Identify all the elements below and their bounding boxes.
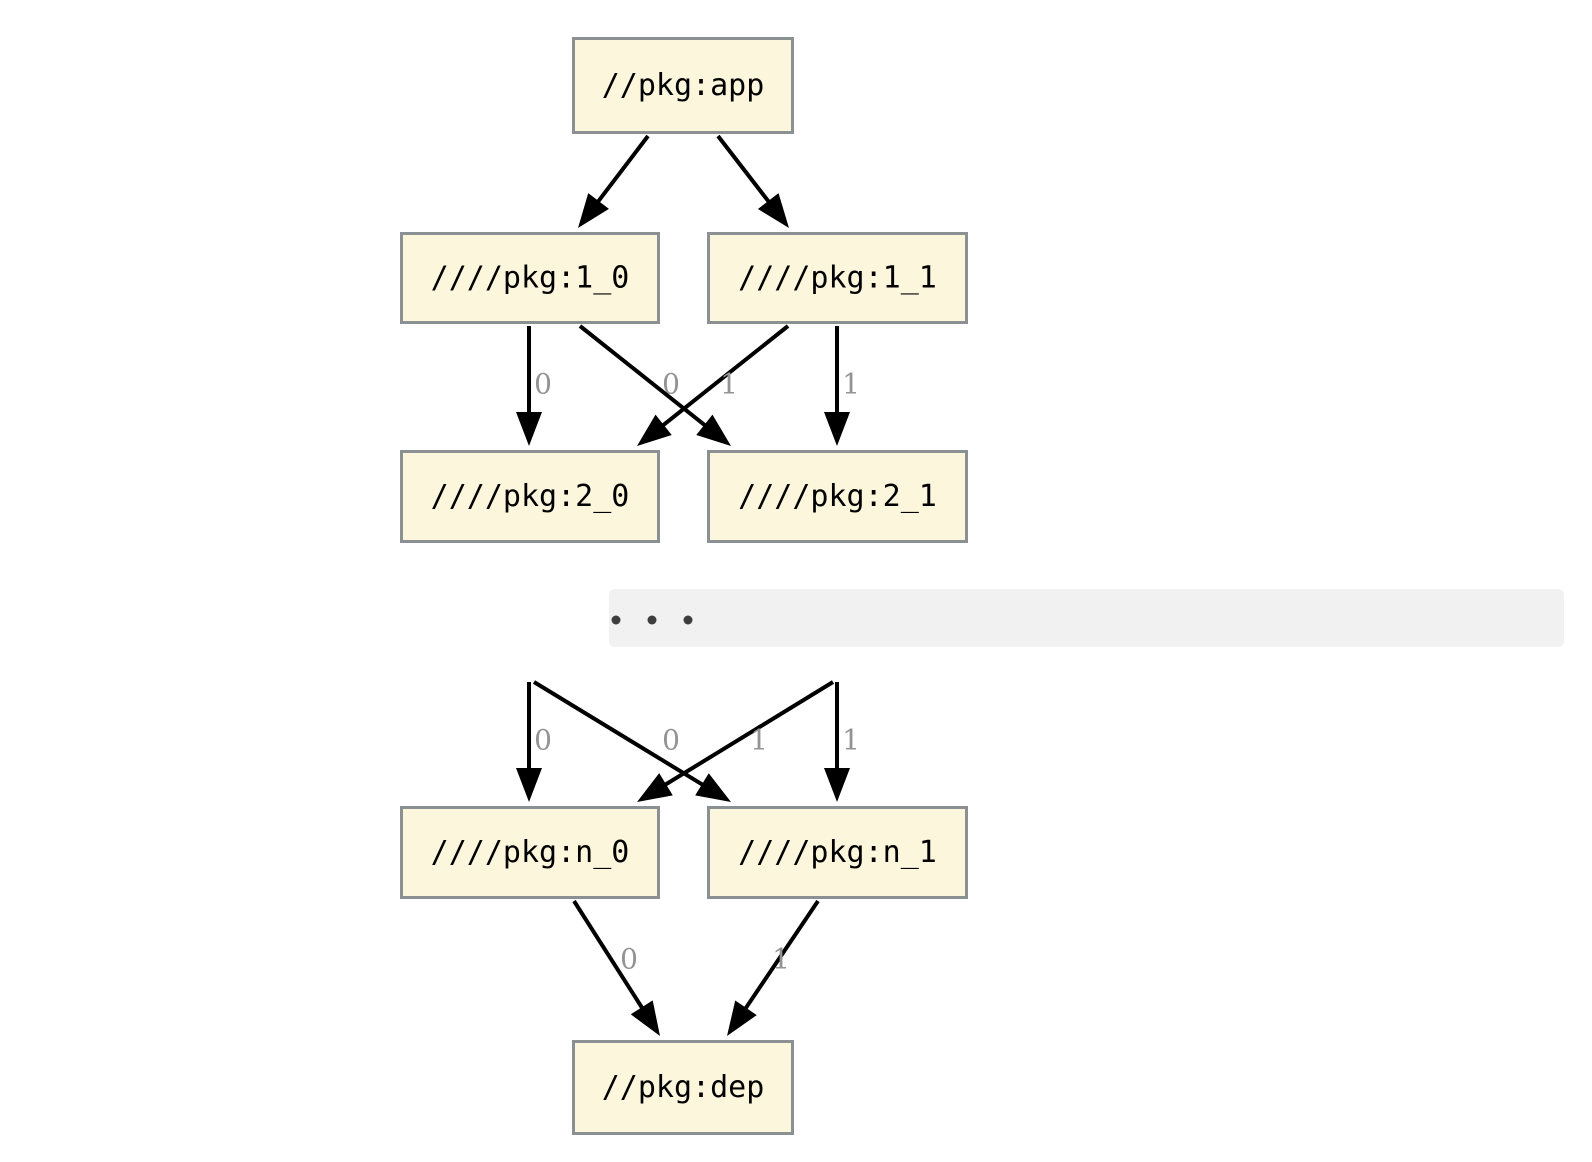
edge-arrowhead	[727, 1000, 757, 1036]
edge-x-to-n_0	[516, 682, 542, 802]
ellipsis-dot-0	[611, 615, 621, 625]
edge-1_1-to-2_1	[824, 326, 850, 446]
node-box[interactable]	[400, 232, 660, 324]
edge-arrowhead	[696, 414, 731, 446]
node-dep[interactable]: //pkg:dep	[572, 1040, 794, 1135]
ellipsis-dot-1	[647, 615, 657, 625]
ellipsis-dot-2	[683, 615, 693, 625]
edge-1_0-to-2_1	[578, 324, 731, 446]
edge-label-1_0-to-2_0: 0	[534, 368, 552, 401]
node-label: ////pkg:2_0	[431, 479, 630, 514]
edge-arrowhead	[695, 773, 731, 802]
edge-n_0-to-dep	[572, 899, 660, 1036]
edge-line	[659, 680, 835, 790]
ellipsis-band	[609, 589, 1564, 647]
node-box[interactable]	[707, 806, 968, 899]
edge-1_0-to-2_0	[516, 326, 542, 446]
edge-arrowhead	[516, 412, 542, 446]
edge-line	[740, 899, 820, 1014]
edge-arrowhead	[824, 412, 850, 446]
edge-line	[716, 134, 774, 208]
edge-label-1_1-to-2_1: 1	[842, 368, 860, 401]
edge-line	[578, 324, 711, 431]
node-label: ////pkg:1_1	[738, 261, 937, 296]
node-n1_1[interactable]: ////pkg:1_1	[707, 232, 968, 324]
edge-arrowhead	[757, 193, 789, 228]
node-label: //pkg:app	[602, 68, 765, 103]
node-box[interactable]	[400, 450, 660, 543]
edge-label-n_0-to-dep: 0	[620, 943, 638, 976]
edge-line	[593, 134, 650, 207]
node-box[interactable]	[400, 806, 660, 899]
node-n2_0[interactable]: ////pkg:2_0	[400, 450, 660, 543]
edge-label-1_1-to-2_0: 1	[720, 368, 738, 401]
edge-arrowhead	[637, 773, 673, 802]
node-label: ////pkg:n_1	[738, 835, 937, 870]
edges-layer	[516, 134, 850, 1036]
node-app[interactable]: //pkg:app	[572, 37, 794, 134]
edge-label-1_0-to-2_1: 0	[662, 368, 680, 401]
edge-x-to-n_1	[532, 680, 731, 802]
ellipsis-layer	[609, 589, 1564, 647]
node-box[interactable]	[707, 450, 968, 543]
nodes-layer: //pkg:app ////pkg:1_0 ////pkg:1_1 ////pkg:2…	[400, 37, 968, 1135]
node-nn_1[interactable]: ////pkg:n_1	[707, 806, 968, 899]
edge-arrowhead	[637, 414, 672, 446]
edge-n_1-to-dep	[727, 899, 820, 1036]
node-nn_0[interactable]: ////pkg:n_0	[400, 806, 660, 899]
node-n2_1[interactable]: ////pkg:2_1	[707, 450, 968, 543]
edge-line	[572, 899, 647, 1014]
edge-1_1-to-2_0	[637, 324, 790, 446]
edge-y-to-n_1	[824, 682, 850, 802]
node-label: ////pkg:n_0	[431, 835, 630, 870]
edge-line	[532, 680, 709, 790]
edge-app-to-1_1	[716, 134, 789, 228]
edge-line	[657, 324, 790, 431]
edge-arrowhead	[516, 768, 542, 802]
edge-label-y-to-n_1: 1	[842, 724, 860, 757]
edge-app-to-1_0	[578, 134, 650, 228]
node-label: //pkg:dep	[602, 1070, 765, 1105]
node-label: ////pkg:2_1	[738, 479, 937, 514]
node-box[interactable]	[572, 37, 794, 134]
node-box[interactable]	[707, 232, 968, 324]
node-box[interactable]	[572, 1040, 794, 1135]
edge-label-x-to-n_1: 0	[662, 724, 680, 757]
edge-labels-layer: 0 0 1 1 0 0 1 1 0 1	[534, 368, 860, 976]
node-n1_0[interactable]: ////pkg:1_0	[400, 232, 660, 324]
edge-arrowhead	[824, 768, 850, 802]
edge-arrowhead	[578, 193, 609, 228]
edge-label-y-to-n_0: 1	[750, 724, 768, 757]
edge-label-n_1-to-dep: 1	[772, 943, 790, 976]
edge-arrowhead	[630, 1000, 660, 1036]
edge-label-x-to-n_0: 0	[534, 724, 552, 757]
edge-y-to-n_0	[637, 680, 835, 802]
node-label: ////pkg:1_0	[431, 261, 630, 296]
